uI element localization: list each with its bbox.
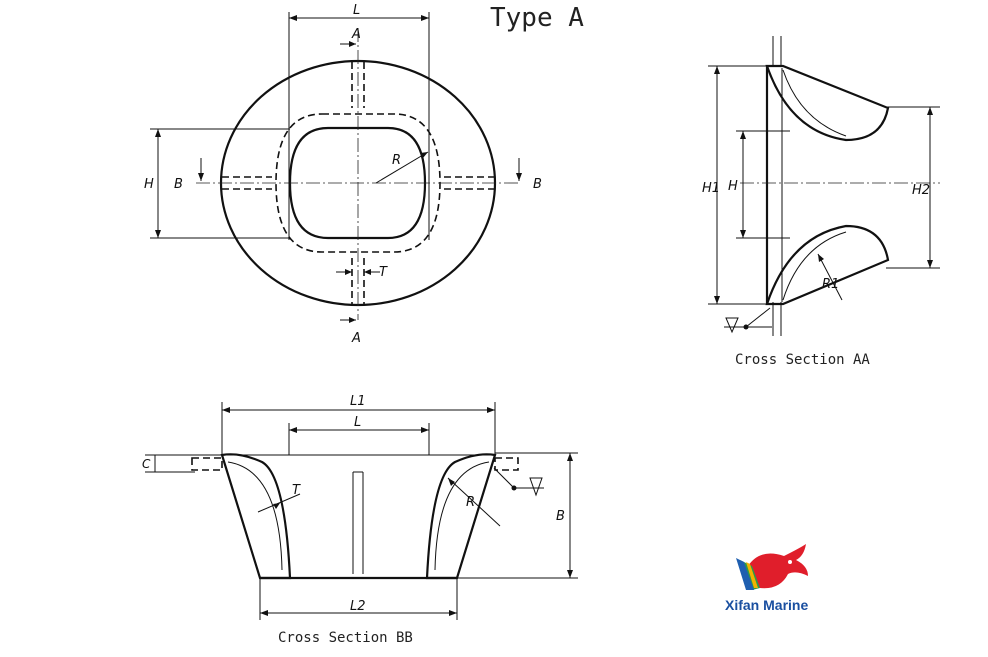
plan-label-H: H [144,177,154,192]
drawing-title: Type A [490,3,584,33]
aa-weld-symbol [724,307,772,334]
section-bb-view: L1 L L2 C B T R [142,394,578,646]
plan-label-A-top: A [351,27,361,42]
plan-label-R: R [392,153,401,168]
aa-top-flare [765,64,890,142]
plan-label-T: T [379,265,388,280]
bb-weld-symbol [493,467,544,497]
aa-label-H2: H2 [912,183,930,198]
bb-right-flare [425,453,497,580]
bb-label-R: R [466,495,475,510]
logo-whale-icon [748,544,808,589]
bb-label-L1: L1 [350,394,366,409]
aa-caption: Cross Section AA [735,352,870,368]
plan-rib-right [444,176,494,190]
plan-rib-bottom [351,258,365,304]
plan-label-L: L [353,3,360,18]
bb-label-L2: L2 [350,599,366,614]
bb-label-B: B [556,509,565,524]
bb-left-flare [220,453,292,580]
plan-rib-top [351,62,365,108]
plan-label-A-bottom: A [351,331,361,346]
bb-label-L: L [354,415,361,430]
plan-label-B-left: B [174,177,183,192]
bb-label-T: T [292,483,301,498]
plan-label-B-right: B [533,177,542,192]
plan-opening-outline [288,126,427,240]
aa-label-R1: R1 [822,277,839,292]
section-aa-view: H1 H H2 R1 Cross Section AA [702,36,940,368]
aa-bottom-flare [765,224,890,306]
plan-rib-left [222,176,272,190]
bb-label-C: C [142,457,151,471]
aa-label-H1: H1 [702,181,720,196]
plan-view: L A A H B B R T [144,3,542,346]
plan-hidden-ring [275,113,441,253]
brand-name: Xifan Marine [725,597,808,613]
bb-caption: Cross Section BB [278,630,413,646]
aa-label-H: H [728,179,738,194]
brand-logo: Xifan Marine [725,544,808,613]
